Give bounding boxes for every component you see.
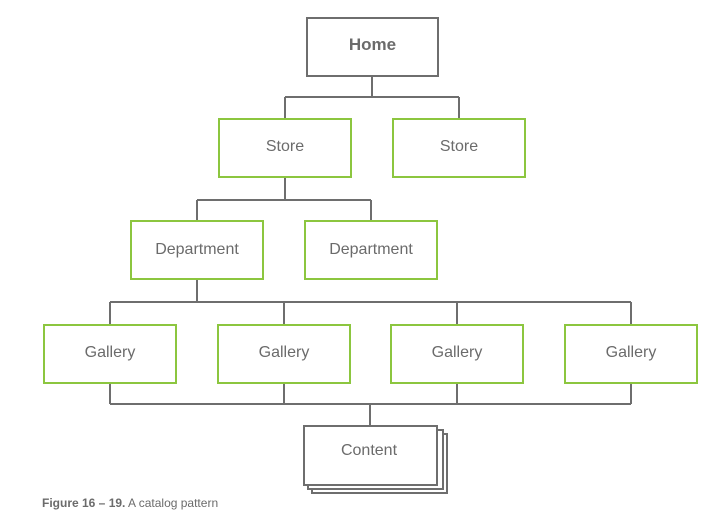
- node-store-2-box: [392, 118, 526, 178]
- node-gallery-2-box: [217, 324, 351, 384]
- node-store-1-box: [218, 118, 352, 178]
- node-department-2: Department: [304, 220, 438, 280]
- node-store-1: Store: [218, 118, 352, 178]
- node-department-1-box: [130, 220, 264, 280]
- node-content-stack: Content: [303, 425, 448, 494]
- catalog-pattern-diagram: Home Store Store Department Department G…: [43, 17, 698, 494]
- node-content-label: Content: [341, 442, 398, 459]
- node-gallery-4-label: Gallery: [606, 344, 657, 361]
- connector-lines: [109, 76, 632, 426]
- content-stack-sheet-front: [303, 425, 438, 486]
- figure-caption: Figure 16 – 19. A catalog pattern: [42, 496, 218, 510]
- figure-caption-text: A catalog pattern: [128, 496, 219, 510]
- node-gallery-3-label: Gallery: [432, 344, 483, 361]
- node-gallery-3: Gallery: [390, 324, 524, 384]
- node-gallery-1-box: [43, 324, 177, 384]
- node-department-1: Department: [130, 220, 264, 280]
- figure-number: Figure 16 – 19.: [42, 496, 126, 510]
- node-store-2: Store: [392, 118, 526, 178]
- node-gallery-1-label: Gallery: [85, 344, 136, 361]
- node-home-box: [306, 17, 439, 77]
- node-gallery-3-box: [390, 324, 524, 384]
- node-gallery-2-label: Gallery: [259, 344, 310, 361]
- node-gallery-1: Gallery: [43, 324, 177, 384]
- node-store-1-label: Store: [266, 138, 304, 155]
- node-department-2-box: [304, 220, 438, 280]
- node-gallery-4: Gallery: [564, 324, 698, 384]
- node-home-label: Home: [349, 35, 396, 54]
- node-department-2-label: Department: [329, 241, 413, 258]
- node-gallery-4-box: [564, 324, 698, 384]
- node-department-1-label: Department: [155, 241, 239, 258]
- node-store-2-label: Store: [440, 138, 478, 155]
- node-gallery-2: Gallery: [217, 324, 351, 384]
- node-home: Home: [306, 17, 439, 77]
